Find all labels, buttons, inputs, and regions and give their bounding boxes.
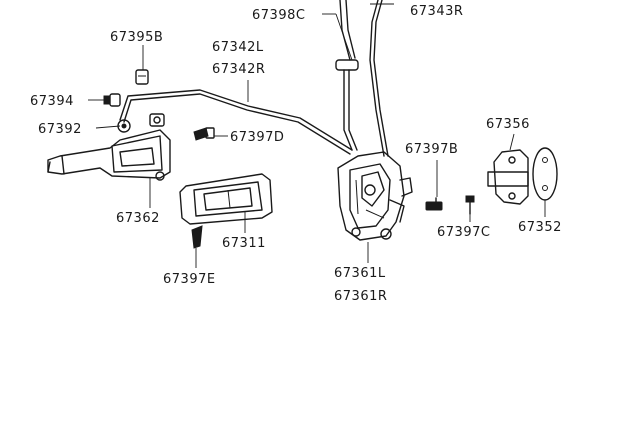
label-67395B: 67395B: [110, 30, 163, 45]
escutcheon-67311: [179, 173, 273, 225]
label-67352: 67352: [518, 220, 562, 235]
screw-67397D: [193, 127, 215, 141]
label-67397E: 67397E: [163, 272, 216, 287]
shim-67352: [532, 147, 558, 201]
label-67342L: 67342L: [212, 40, 264, 55]
rod-67398C: [335, 0, 359, 151]
label-67311: 67311: [222, 236, 266, 251]
striker-67356: [487, 149, 529, 205]
label-67397C: 67397C: [437, 225, 490, 240]
leader-lines: [88, 13, 546, 268]
label-67392: 67392: [38, 122, 82, 137]
rod-67343R: [369, 0, 394, 157]
lock-67361: [337, 151, 413, 241]
label-67342R: 67342R: [212, 62, 265, 77]
handle-67362: [47, 113, 171, 181]
label-67362: 67362: [116, 211, 160, 226]
label-67397D: 67397D: [230, 130, 284, 145]
label-67394: 67394: [30, 94, 74, 109]
label-67397B: 67397B: [405, 142, 458, 157]
rod-67342: [119, 89, 353, 155]
screw-67397C: [465, 195, 475, 215]
label-67398C: 67398C: [252, 8, 305, 23]
label-67361L: 67361L: [334, 266, 386, 281]
grommet-67394: [103, 93, 121, 107]
label-67343R: 67343R: [410, 4, 463, 19]
bolt-67397B: [425, 197, 443, 211]
screw-67397E: [191, 225, 203, 249]
label-67356: 67356: [486, 117, 530, 132]
clip-67392: [117, 119, 131, 133]
clip-67395B: [135, 69, 149, 85]
label-67361R: 67361R: [334, 289, 387, 304]
